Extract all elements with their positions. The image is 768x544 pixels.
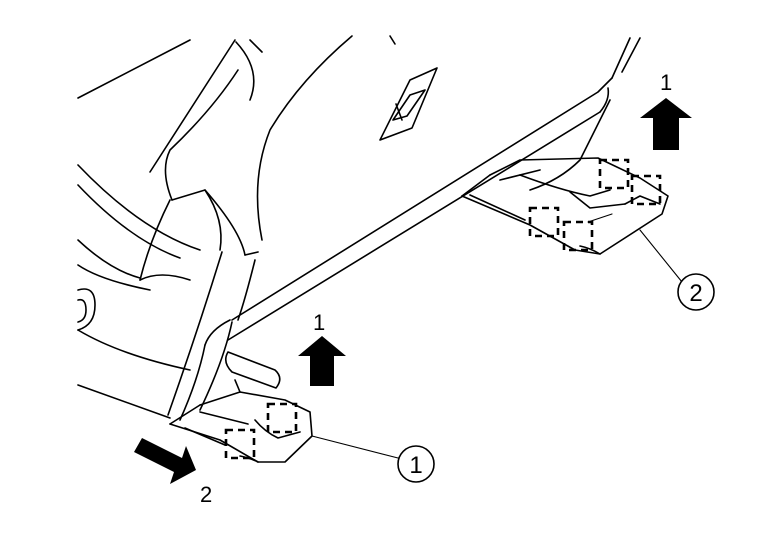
step-label-pull-out: 2 (200, 482, 212, 507)
callout-1: 1 (397, 445, 435, 483)
clip-marker-1 (266, 402, 298, 434)
callout-label-1: 1 (409, 452, 422, 479)
release-lever (224, 351, 281, 389)
callout-leader-1 (311, 435, 399, 459)
diamond-emblem-icon (379, 67, 438, 141)
pull-out-arrow-icon (134, 438, 196, 484)
seat-body (77, 35, 396, 419)
step-label-front-lift: 1 (313, 310, 325, 335)
clip-marker-5 (528, 206, 560, 238)
clip-marker-6 (562, 220, 594, 252)
up-arrow-icon-front (298, 336, 346, 386)
callout-leader-2 (639, 229, 683, 283)
rear-foot-bracket (461, 157, 669, 255)
clip-marker-3 (598, 158, 630, 190)
clip-marker-4 (630, 174, 662, 206)
step-label-rear-lift: 1 (660, 70, 672, 95)
clip-markers (224, 158, 662, 460)
callout-2: 2 (677, 273, 715, 311)
callout-label-2: 2 (689, 280, 702, 307)
clip-marker-2 (224, 428, 256, 460)
seat-side-rail (167, 37, 641, 421)
up-arrow-icon-rear (640, 98, 692, 150)
